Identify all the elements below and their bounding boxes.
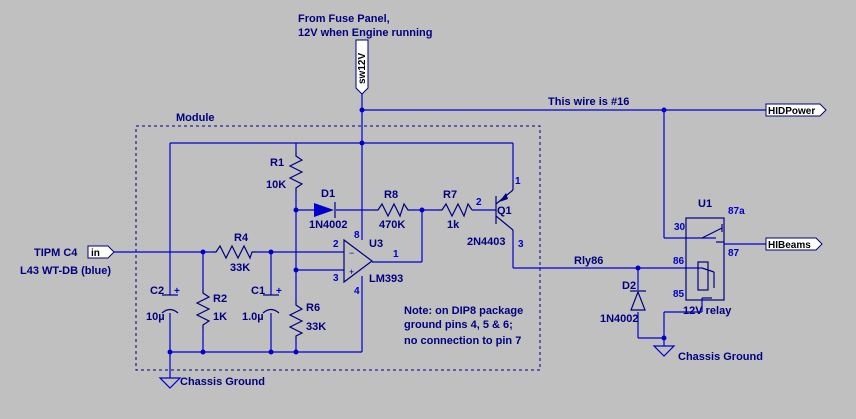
rly86-label: Rly86 xyxy=(574,255,603,267)
d2-ref: D2 xyxy=(622,280,636,292)
tipm-label-line2: L43 WT-DB (blue) xyxy=(20,265,111,277)
resistor-r1-symbol xyxy=(288,152,304,192)
r7-ref: R7 xyxy=(443,189,457,201)
r2-value: 1K xyxy=(213,311,227,323)
port-hidpower-label: HIDPower xyxy=(768,106,815,117)
port-in: in xyxy=(87,245,115,259)
u1-pin-30: 30 xyxy=(674,222,686,233)
r8-ref: R8 xyxy=(384,189,398,201)
wire-note-text: This wire is #16 xyxy=(548,96,629,108)
u1-pin-86: 86 xyxy=(673,256,685,267)
port-hidpower: HIDPower xyxy=(765,103,827,117)
ground-symbol-right xyxy=(652,345,676,357)
module-label: Module xyxy=(176,112,215,124)
u3-pin-1: 1 xyxy=(393,249,399,260)
svg-text:−: − xyxy=(349,248,354,258)
note-line2: ground pins 4, 5 & 6; xyxy=(404,319,513,331)
port-in-label: in xyxy=(91,248,100,259)
u3-pin-8: 8 xyxy=(354,230,360,241)
q1-pin-2: 2 xyxy=(476,197,482,208)
diode-d2-symbol xyxy=(630,290,646,311)
port-sw12v: sw12V xyxy=(355,39,369,95)
svg-text:+: + xyxy=(349,267,354,277)
svg-text:+: + xyxy=(174,286,180,297)
relay-u1-symbol xyxy=(685,217,725,301)
r8-value: 470K xyxy=(379,219,405,231)
c2-value: 10µ xyxy=(146,311,165,323)
u3-pin-2: 2 xyxy=(333,239,339,250)
u1-pin-87a: 87a xyxy=(728,206,745,217)
resistor-r2-symbol xyxy=(195,288,211,330)
d1-ref: D1 xyxy=(321,188,335,200)
fuse-panel-text-line2: 12V when Engine running xyxy=(298,27,432,39)
svg-text:+: + xyxy=(276,286,282,297)
junctions xyxy=(167,107,667,355)
note-line1: Note: on DIP8 package xyxy=(404,305,523,317)
resistor-r4-symbol xyxy=(212,244,256,260)
u3-ref: U3 xyxy=(369,238,383,250)
u3-pin-3: 3 xyxy=(333,273,339,284)
d2-value: 1N4002 xyxy=(600,313,639,325)
ground-symbol-left xyxy=(158,377,182,389)
capacitor-c1-symbol: + xyxy=(262,286,282,314)
resistor-r7-symbol xyxy=(438,202,473,218)
c2-ref: C2 xyxy=(150,285,164,297)
chassis-ground-right-label: Chassis Ground xyxy=(678,351,763,363)
r7-value: 1k xyxy=(447,219,460,231)
q1-pin-1: 1 xyxy=(515,176,521,187)
q1-ref: Q1 xyxy=(497,205,512,217)
r1-value: 10K xyxy=(266,179,286,191)
r4-value: 33K xyxy=(230,262,250,274)
u1-pin-85: 85 xyxy=(673,289,685,300)
comparator-u3-symbol: − + xyxy=(343,238,373,284)
c1-value: 1.0µ xyxy=(242,311,264,323)
u3-value: LM393 xyxy=(369,273,403,285)
resistor-r8-symbol xyxy=(374,202,410,218)
q1-pin-3: 3 xyxy=(518,239,524,250)
note-line3: no connection to pin 7 xyxy=(404,335,521,347)
capacitor-c2-symbol: + xyxy=(161,286,180,314)
tipm-label-line1: TIPM C4 xyxy=(34,247,78,259)
resistor-r6-symbol xyxy=(288,300,304,340)
transistor-q1-symbol xyxy=(495,180,514,231)
r2-ref: R2 xyxy=(213,293,227,305)
r6-ref: R6 xyxy=(306,302,320,314)
chassis-ground-left-label: Chassis Ground xyxy=(180,376,265,388)
wires xyxy=(114,92,766,378)
r4-ref: R4 xyxy=(234,232,249,244)
u1-ref: U1 xyxy=(698,198,712,210)
port-hibeams-label: HIBeams xyxy=(768,240,811,251)
diode-d1-symbol xyxy=(314,202,336,218)
u3-pin-4: 4 xyxy=(354,286,360,297)
u1-value: 12V relay xyxy=(683,305,732,317)
q1-value: 2N4403 xyxy=(467,236,506,248)
c1-ref: C1 xyxy=(251,285,265,297)
port-sw12v-label: sw12V xyxy=(357,53,368,84)
d1-value: 1N4002 xyxy=(309,219,348,231)
r6-value: 33K xyxy=(306,321,326,333)
u1-pin-87: 87 xyxy=(728,248,740,259)
r1-ref: R1 xyxy=(270,157,284,169)
port-hibeams: HIBeams xyxy=(765,237,823,251)
fuse-panel-text-line1: From Fuse Panel, xyxy=(298,13,390,25)
